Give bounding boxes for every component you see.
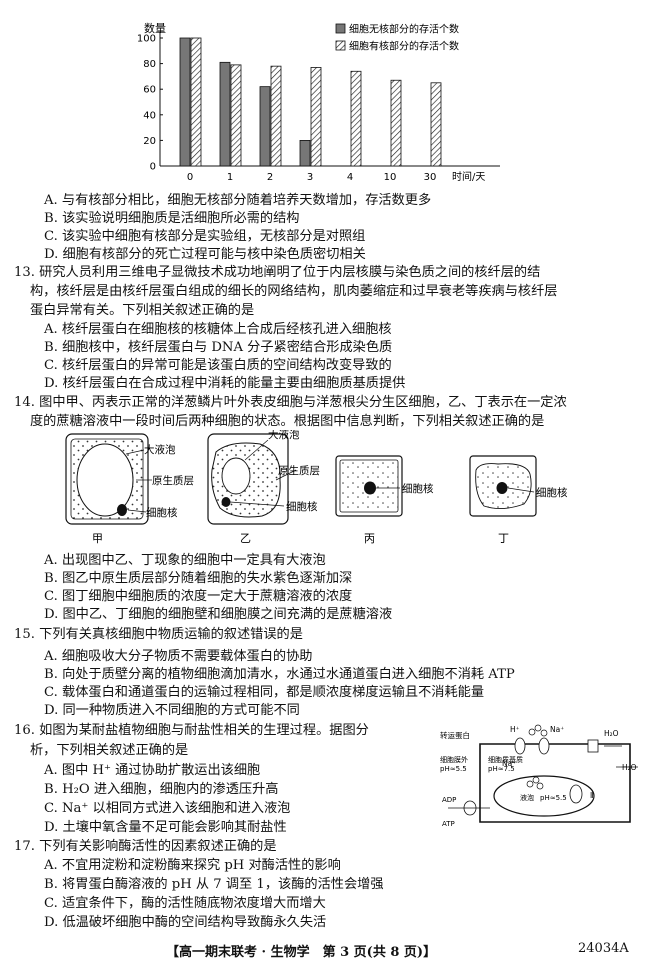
bar-with-nucleus [310, 67, 322, 167]
caption-yi: 乙 [240, 532, 251, 545]
q13-option-c: C. 核纤层蛋白的异常可能是该蛋白质的空间结构改变导致的 [44, 358, 392, 373]
x-tick-label: 4 [347, 172, 353, 183]
x-tick-label: 3 [307, 172, 313, 183]
bar-with-nucleus [230, 64, 242, 167]
bar-no-nucleus [259, 86, 271, 167]
cell-yi [207, 433, 289, 525]
q12-option-b: B. 该实验说明细胞质是活细胞所必需的结构 [44, 211, 300, 226]
q17-stem: 17. 下列有关影响酶活性的因素叙述正确的是 [14, 839, 277, 854]
q16-label-cyto-ph: pH≈7.5 [488, 765, 515, 773]
q17-option-d: D. 低温破坏细胞中酶的空间结构导致酶永久失活 [44, 915, 327, 930]
q13-option-b: B. 细胞核中，核纤层蛋白与 DNA 分子紧密结合形成染色质 [44, 340, 393, 355]
y-tick-label: 80 [143, 59, 156, 70]
yi-nucleus-label: 细胞核 [286, 500, 318, 513]
y-axis-label: 数量 [144, 22, 166, 35]
caption-ding: 丁 [498, 532, 509, 545]
q15-option-d: D. 同一种物质进入不同细胞的方式可能不同 [44, 703, 300, 718]
caption-bing: 丙 [364, 532, 375, 545]
cell-bing [335, 455, 403, 517]
yi-vacuole-label: 大液泡 [268, 430, 300, 441]
ding-nucleus-label: 细胞核 [536, 486, 568, 499]
caption-jia: 甲 [92, 532, 103, 545]
bar-no-nucleus [299, 140, 311, 167]
q13-option-d: D. 核纤层蛋白在合成过程中消耗的能量主要由细胞质基质提供 [44, 376, 406, 391]
q16-label-atp: ATP [442, 820, 455, 828]
yi-protoplast-label: 原生质层 [278, 464, 320, 477]
q16-label-carrier: 转运蛋白 [440, 730, 470, 740]
q16-label-vac-ph: pH≈5.5 [540, 794, 567, 802]
q16-option-d: D. 土壤中氧含量不足可能会影响其耐盐性 [44, 820, 287, 835]
q15-option-b: B. 向处于质壁分离的植物细胞滴加清水，水通过水通道蛋白进入细胞不消耗 ATP [44, 667, 515, 682]
q14-stem-1: 14. 图中甲、丙表示正常的洋葱鳞片叶外表皮细胞与洋葱根尖分生区细胞，乙、丁表示… [14, 395, 567, 410]
cell-ding [469, 455, 537, 517]
q12-option-d: D. 细胞有核部分的死亡过程可能与核中染色质密切相关 [44, 247, 366, 262]
q16-stem-1: 16. 如图为某耐盐植物细胞与耐盐性相关的生理过程。据图分 [14, 723, 369, 738]
q17-option-b: B. 将胃蛋白酶溶液的 pH 从 7 调至 1，该酶的活性会增强 [44, 877, 384, 892]
q16-label-h2o-right: H₂O [622, 763, 637, 772]
jia-protoplast-label: 原生质层 [152, 474, 194, 487]
q15-stem: 15. 下列有关真核细胞中物质运输的叙述错误的是 [14, 627, 303, 642]
q16-label-na2: Na⁺ [502, 759, 516, 768]
y-tick-label: 60 [143, 85, 156, 96]
q16-option-a: A. 图中 H⁺ 通过协助扩散运出该细胞 [44, 763, 261, 778]
y-tick-label: 20 [143, 136, 156, 147]
q12-option-a: A. 与有核部分相比，细胞无核部分随着培养天数增加，存活数更多 [44, 193, 432, 208]
q16-stem-2: 析，下列相关叙述正确的是 [30, 743, 189, 758]
q12-option-c: C. 该实验中细胞有核部分是实验组，无核部分是对照组 [44, 229, 366, 244]
bar-chart: 数量 0 20 40 60 80 100 0 1 2 3 4 10 30 时间/天 细胞无核部分的存活个数细胞… [137, 22, 500, 183]
q16-label-vac: 液泡 [520, 793, 534, 802]
bing-nucleus-label: 细胞核 [402, 482, 434, 495]
q16-figure: 转运蛋白 H⁺ Na⁺ Na⁺ H₂O H₂O 细胞质基质 pH≈7.5 细胞膜… [440, 724, 638, 828]
q16-label-na: Na⁺ [550, 725, 564, 734]
q14-option-d: D. 图中乙、丁细胞的细胞壁和细胞膜之间充满的是蔗糖溶液 [44, 607, 393, 622]
y-tick-label: 0 [150, 162, 156, 173]
bar-with-nucleus [270, 65, 282, 167]
jia-vacuole-label: 大液泡 [144, 443, 176, 456]
q17-option-c: C. 适宜条件下，酶的活性随底物浓度增大而增大 [44, 896, 326, 911]
x-axis-label: 时间/天 [452, 170, 485, 183]
q14-stem-2: 度的蔗糖溶液中一段时间后两种细胞的状态。根据图中信息判断，下列相关叙述正确的是 [30, 414, 545, 429]
q13-stem-2: 构，核纤层是由核纤层蛋白组成的细长的网络结构，肌肉萎缩症和过早衰老等疾病与核纤层 [30, 284, 558, 299]
bar-no-nucleus [179, 37, 191, 167]
q16-label-cyto: 细胞质基质 [488, 755, 523, 764]
legend-label-with-nucleus: 细胞有核部分的存活个数 [349, 40, 459, 53]
q16-label-outside-ph: pH≈5.5 [440, 765, 467, 773]
x-tick-label: 2 [267, 172, 273, 183]
bar-with-nucleus [190, 37, 202, 167]
q14-option-c: C. 图丁细胞中细胞质的浓度一定大于蔗糖溶液的浓度 [44, 589, 353, 604]
q13-stem-3: 蛋白异常有关。下列相关叙述正确的是 [30, 303, 255, 318]
bar-no-nucleus [219, 61, 231, 167]
footer-text: 【高一期末联考 · 生物学 第 3 页(共 8 页)】 [166, 945, 437, 960]
q17-option-a: A. 不宜用淀粉和淀粉酶来探究 pH 对酶活性的影响 [44, 858, 341, 873]
legend-label-no-nucleus: 细胞无核部分的存活个数 [349, 23, 459, 36]
q16-label-roman: Ⅱ [590, 791, 594, 800]
jia-nucleus-label: 细胞核 [146, 506, 178, 519]
q13-option-a: A. 核纤层蛋白在细胞核的核糖体上合成后经核孔进入细胞核 [44, 322, 392, 337]
cell-jia [65, 433, 149, 525]
legend-swatch-with-nucleus [335, 40, 346, 51]
x-tick-label: 30 [424, 172, 437, 183]
q16-option-b: B. H₂O 进入细胞，细胞内的渗透压升高 [44, 782, 279, 797]
bar-with-nucleus [350, 70, 362, 167]
q15-option-c: C. 载体蛋白和通道蛋白的运输过程相同，都是顺浓度梯度运输且不消耗能量 [44, 685, 485, 700]
bar-with-nucleus [430, 82, 442, 167]
q16-label-h: H⁺ [510, 725, 520, 734]
q16-label-h2o-top: H₂O [604, 729, 619, 738]
q13-stem-1: 13. 研究人员利用三维电子显微技术成功地阐明了位于内层核膜与染色质之间的核纤层… [14, 265, 541, 280]
q15-option-a: A. 细胞吸收大分子物质不需要载体蛋白的协助 [44, 649, 313, 664]
q16-label-outside: 细胞膜外 [440, 755, 468, 764]
cell-figures: 大液泡 原生质层 细胞核 大液泡 原生质层 细胞核 细胞核 细胞核 甲 乙 丙 … [65, 430, 568, 545]
bar-with-nucleus [390, 79, 402, 167]
q14-option-a: A. 出现图中乙、丁现象的细胞中一定具有大液泡 [44, 553, 326, 568]
footer-code: 24034A [578, 941, 629, 956]
y-tick-label: 40 [143, 110, 156, 121]
q14-option-b: B. 图乙中原生质层部分随着细胞的失水紫色逐渐加深 [44, 571, 353, 586]
legend-swatch-no-nucleus [335, 23, 346, 34]
y-tick-label: 100 [137, 34, 156, 45]
q16-label-adp: ADP [442, 796, 456, 804]
x-tick-label: 1 [227, 172, 233, 183]
x-tick-label: 10 [384, 172, 397, 183]
q16-option-c: C. Na⁺ 以相同方式进入该细胞和进入液泡 [44, 801, 291, 816]
x-tick-label: 0 [187, 172, 193, 183]
